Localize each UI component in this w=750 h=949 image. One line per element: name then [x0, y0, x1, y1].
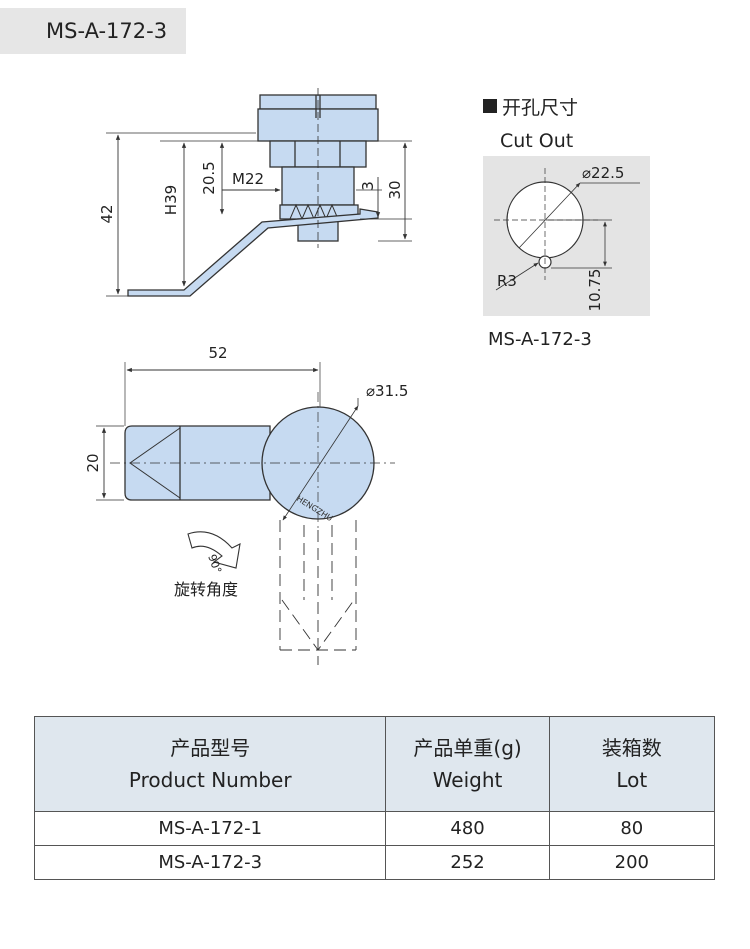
cell-lot: 200 — [548, 845, 716, 880]
cutout-dim-dia: ⌀22.5 — [582, 164, 624, 182]
rotation-label: 旋转角度 — [174, 580, 238, 599]
dim-20: 20 — [84, 453, 102, 472]
header-lot-cn: 装箱数 — [601, 736, 662, 760]
side-view-labels: 42 H39 20.5 M22 3 30 — [98, 161, 404, 223]
technical-drawing: 42 H39 20.5 M22 3 30 开孔尺寸 Cut Out ⌀22.5 … — [84, 88, 650, 665]
front-view — [96, 362, 395, 665]
dim-3: 3 — [359, 181, 377, 191]
header-product: 产品型号 Product Number — [33, 716, 387, 812]
header-lot-en: Lot — [616, 768, 648, 792]
rotation-angle: 90° — [205, 553, 224, 576]
header-product-cn: 产品型号 — [170, 736, 251, 760]
model-tag: MS-A-172-3 — [0, 8, 186, 54]
dim-20-5: 20.5 — [200, 161, 218, 194]
cell-weight: 252 — [385, 845, 550, 880]
cell-product: MS-A-172-1 — [33, 811, 387, 846]
dim-dia-31-5: ⌀31.5 — [366, 382, 408, 400]
cutout-caption: MS-A-172-3 — [488, 329, 592, 350]
dim-42: 42 — [98, 204, 116, 223]
header-product-en: Product Number — [128, 768, 292, 792]
cutout-labels: ⌀22.5 R3 10.75 — [497, 164, 624, 311]
cutout-drawing — [494, 168, 640, 291]
dim-52: 52 — [208, 344, 227, 362]
cutout-title-en: Cut Out — [500, 130, 573, 152]
cutout-dim-r3: R3 — [497, 272, 517, 290]
dim-m22: M22 — [232, 170, 264, 188]
cell-lot: 80 — [548, 811, 716, 846]
cutout-dim-10-75: 10.75 — [586, 269, 604, 312]
header-weight: 产品单重(g) Weight — [385, 716, 550, 812]
header-lot: 装箱数 Lot — [548, 716, 716, 812]
side-view — [106, 88, 412, 297]
cell-weight: 480 — [385, 811, 550, 846]
spec-table: 产品型号 Product Number 产品单重(g) Weight 装箱数 L… — [33, 716, 716, 880]
table-row: MS-A-172-1 480 80 — [33, 811, 716, 846]
table-header-row: 产品型号 Product Number 产品单重(g) Weight 装箱数 L… — [33, 716, 716, 812]
table-row: MS-A-172-3 252 200 — [33, 845, 716, 880]
cutout-title-cn: 开孔尺寸 — [502, 97, 578, 119]
header-weight-cn: 产品单重(g) — [413, 736, 522, 760]
cam-arm — [127, 208, 379, 297]
model-tag-label: MS-A-172-3 — [46, 19, 168, 43]
rotation-arrow-icon — [187, 531, 241, 569]
cutout-square-icon — [483, 99, 497, 113]
dim-h39: H39 — [162, 185, 180, 215]
dim-30: 30 — [386, 180, 404, 199]
header-weight-en: Weight — [432, 768, 503, 792]
cell-product: MS-A-172-3 — [33, 845, 387, 880]
